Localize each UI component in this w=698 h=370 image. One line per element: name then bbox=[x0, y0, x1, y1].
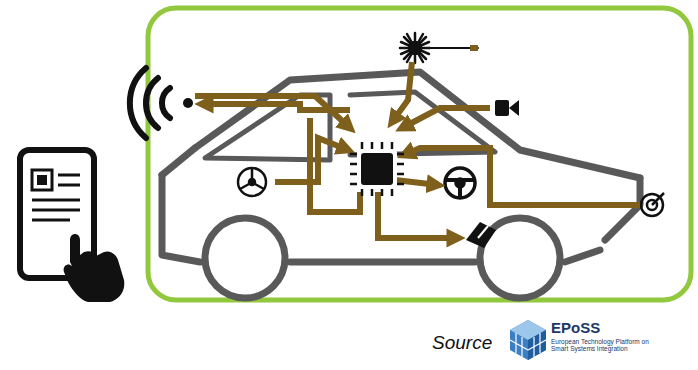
eposs-logo-mark bbox=[510, 320, 546, 360]
signal-arrows bbox=[195, 48, 640, 238]
logo-wordmark: EPoSS bbox=[551, 320, 641, 337]
system-frame bbox=[148, 8, 691, 300]
logo-tagline: European Technology Platform on Smart Sy… bbox=[551, 338, 663, 352]
camera-symbol bbox=[495, 100, 519, 116]
steering-wheel-symbol bbox=[445, 168, 475, 198]
source-label: Source bbox=[432, 333, 522, 354]
radar-symbol bbox=[641, 193, 664, 216]
lidar-symbol bbox=[400, 33, 478, 63]
smartphone-symbol bbox=[20, 150, 124, 302]
motor-symbol bbox=[238, 168, 266, 196]
processor-chip bbox=[350, 142, 404, 196]
brake-symbol bbox=[466, 222, 496, 248]
wifi-symbol bbox=[130, 68, 193, 138]
